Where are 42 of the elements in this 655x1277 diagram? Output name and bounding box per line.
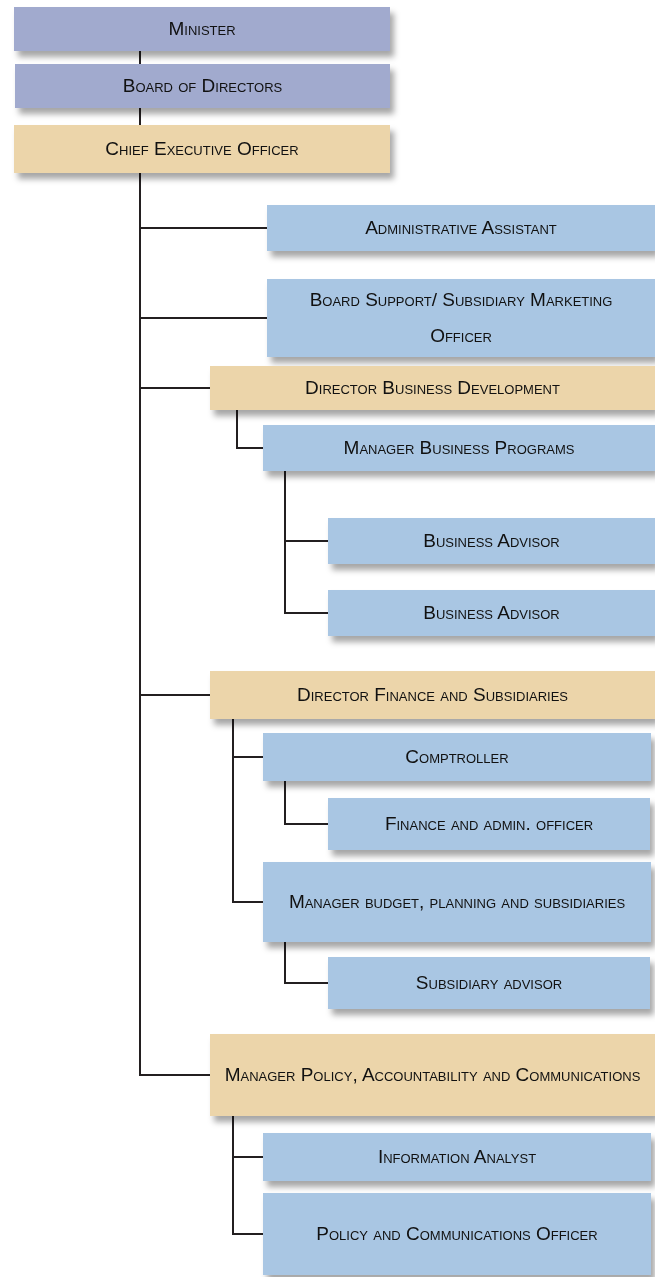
- position-title: Board Support/ Subsidiary Marketing Officer: [308, 288, 614, 348]
- position-title: Finance and admin. officer: [384, 812, 594, 836]
- position-title: Policy and Communications Officer: [316, 1222, 598, 1246]
- position-box: [210, 1034, 655, 1116]
- position-box: [328, 957, 650, 1009]
- position-box: [263, 862, 651, 942]
- connector-line: [284, 470, 329, 614]
- position-title: Manager Business Programs: [343, 436, 575, 460]
- position-box: [328, 590, 655, 636]
- position-title: Business Advisor: [423, 529, 560, 553]
- position-title: Administrative Assistant: [365, 216, 557, 240]
- position-box: [263, 733, 651, 781]
- position-box: [267, 205, 655, 251]
- position-box: [328, 518, 655, 564]
- position-box: [267, 279, 655, 357]
- position-box: [15, 64, 390, 108]
- position-box: [328, 798, 650, 850]
- connector-line: [284, 780, 329, 825]
- position-box: [210, 671, 655, 719]
- position-box: [14, 7, 390, 51]
- position-title: Minister: [168, 17, 236, 41]
- connector-line: [236, 409, 264, 449]
- position-box: [263, 1133, 651, 1181]
- connector-line: [284, 941, 329, 984]
- position-title: Manager Policy, Accountability and Communications: [224, 1063, 641, 1087]
- position-title: Board of Directors: [122, 74, 283, 98]
- position-title: Subsidiary advisor: [415, 971, 563, 995]
- connector-line: [232, 718, 264, 903]
- position-title: Information Analyst: [377, 1145, 537, 1169]
- position-box: [263, 1193, 651, 1275]
- position-title: Manager budget, planning and subsidiaries: [288, 890, 626, 914]
- position-box: [263, 425, 655, 471]
- position-title: Business Advisor: [423, 601, 560, 625]
- connector-line: [232, 1115, 264, 1235]
- position-title: Director Finance and Subsidiaries: [297, 683, 568, 707]
- position-box: [14, 125, 390, 173]
- connector-line: [139, 50, 141, 65]
- connector-line: [139, 107, 141, 126]
- position-box: [210, 366, 655, 410]
- position-title: Director Business Development: [305, 376, 560, 400]
- position-title: Comptroller: [405, 745, 509, 769]
- position-title: Chief Executive Officer: [105, 137, 299, 161]
